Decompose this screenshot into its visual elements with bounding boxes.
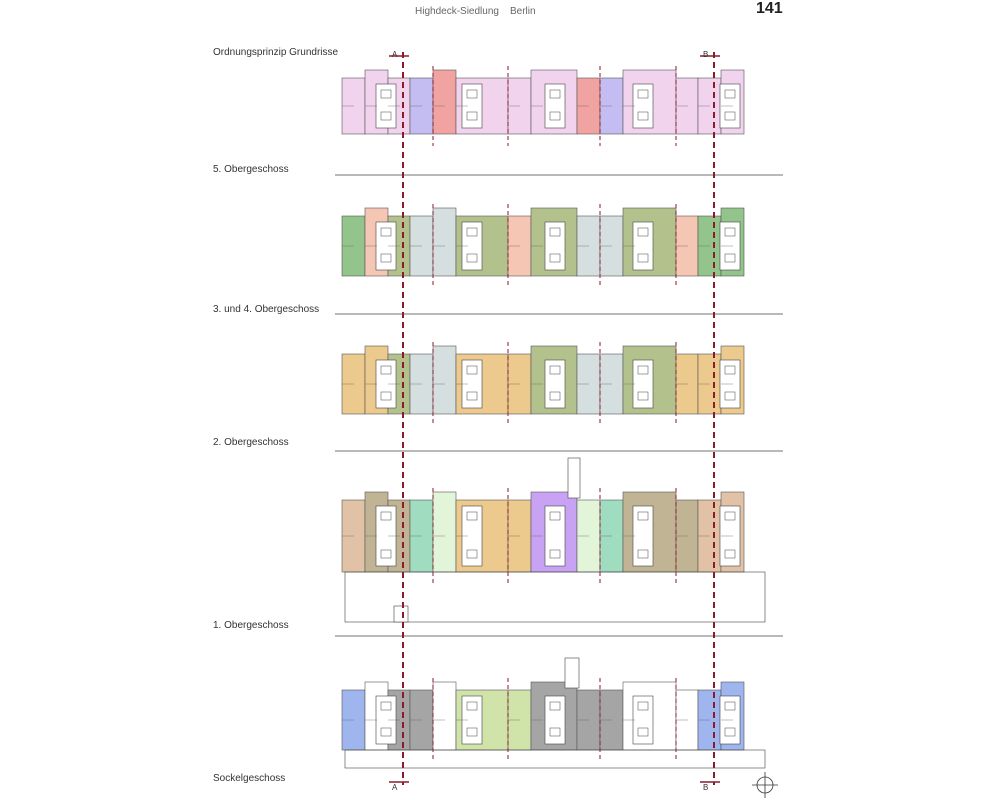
level-label-1og: 1. Obergeschoss <box>213 620 289 631</box>
elevator-shaft <box>637 89 649 99</box>
elevator-shaft <box>466 549 478 559</box>
elevator-shaft <box>380 391 392 401</box>
section-marker-b-top: B <box>703 50 708 59</box>
level-label-ordnungsprinzip: Ordnungsprinzip Grundrisse <box>213 47 339 58</box>
floor-plan-level <box>341 342 745 426</box>
elevator-shaft <box>466 89 478 99</box>
level-label-5og: 5. Obergeschoss <box>213 164 289 175</box>
elevator-shaft <box>380 727 392 737</box>
external-stair <box>564 657 580 689</box>
header-city: Berlin <box>510 6 536 17</box>
elevator-shaft <box>549 727 561 737</box>
level-label-sockel: Sockelgeschoss <box>213 773 286 784</box>
elevator-shaft <box>724 227 736 237</box>
elevator-shaft <box>380 111 392 121</box>
elevator-shaft <box>724 253 736 263</box>
elevator-shaft <box>724 511 736 521</box>
elevator-shaft <box>549 511 561 521</box>
stair-core <box>544 695 566 745</box>
elevator-shaft <box>549 391 561 401</box>
north-arrow-icon <box>752 772 778 798</box>
elevator-shaft <box>637 253 649 263</box>
floor-plan-level <box>341 204 745 288</box>
stair-core <box>632 359 654 409</box>
apartment-unit <box>432 69 457 135</box>
elevator-shaft <box>380 365 392 375</box>
elevator-shaft <box>724 727 736 737</box>
stair-core <box>544 359 566 409</box>
elevator-shaft <box>637 727 649 737</box>
section-marker-b-bottom: B <box>703 783 708 792</box>
stair-core <box>632 505 654 567</box>
elevator-shaft <box>637 365 649 375</box>
page-number: 141 <box>756 0 783 17</box>
section-lines <box>389 52 720 785</box>
elevator-shaft <box>724 391 736 401</box>
stair-core <box>632 83 654 129</box>
level-label-3-4og: 3. und 4. Obergeschoss <box>213 304 320 315</box>
apartment-unit <box>432 345 457 415</box>
stair-core <box>544 505 566 567</box>
section-marker-a-top: A <box>392 50 398 59</box>
stair-core <box>544 83 566 129</box>
elevator-shaft <box>637 511 649 521</box>
elevator-shaft <box>637 549 649 559</box>
elevator-shaft <box>549 89 561 99</box>
elevator-shaft <box>380 253 392 263</box>
elevator-shaft <box>380 549 392 559</box>
elevator-shaft <box>724 111 736 121</box>
elevator-shaft <box>466 253 478 263</box>
elevator-shaft <box>380 511 392 521</box>
elevator-shaft <box>466 227 478 237</box>
elevator-shaft <box>549 111 561 121</box>
deck-outline <box>344 571 766 623</box>
stair-detail <box>393 605 409 623</box>
elevator-shaft <box>549 253 561 263</box>
elevator-shaft <box>380 89 392 99</box>
elevator-shaft <box>724 365 736 375</box>
elevator-shaft <box>549 365 561 375</box>
elevator-shaft <box>724 701 736 711</box>
elevator-shaft <box>466 365 478 375</box>
elevator-shaft <box>549 549 561 559</box>
elevator-shaft <box>466 701 478 711</box>
elevator-shaft <box>549 227 561 237</box>
elevator-shaft <box>724 549 736 559</box>
level-label-2og: 2. Obergeschoss <box>213 437 289 448</box>
floor-plan-level <box>341 66 745 146</box>
elevator-shaft <box>466 111 478 121</box>
elevator-shaft <box>466 391 478 401</box>
apartment-unit <box>432 681 457 751</box>
section-marker-a-bottom: A <box>392 783 398 792</box>
external-stair <box>567 457 581 499</box>
base-outline <box>344 749 766 769</box>
header-title: Highdeck-Siedlung <box>415 6 499 17</box>
stair-core <box>632 221 654 271</box>
elevator-shaft <box>637 391 649 401</box>
apartment-unit <box>432 207 457 277</box>
elevator-shaft <box>380 701 392 711</box>
elevator-shaft <box>637 111 649 121</box>
elevator-shaft <box>549 701 561 711</box>
elevator-shaft <box>637 701 649 711</box>
elevator-shaft <box>724 89 736 99</box>
elevator-shaft <box>466 511 478 521</box>
elevator-shaft <box>466 727 478 737</box>
floor-plans <box>341 66 766 769</box>
stair-core <box>544 221 566 271</box>
floor-plan-level <box>341 657 766 769</box>
apartment-unit <box>432 491 457 573</box>
floor-plan-level <box>341 457 766 623</box>
level-separators <box>335 174 783 637</box>
section-markers: A B A B <box>392 50 708 792</box>
stair-core <box>632 695 654 745</box>
elevator-shaft <box>380 227 392 237</box>
elevator-shaft <box>637 227 649 237</box>
